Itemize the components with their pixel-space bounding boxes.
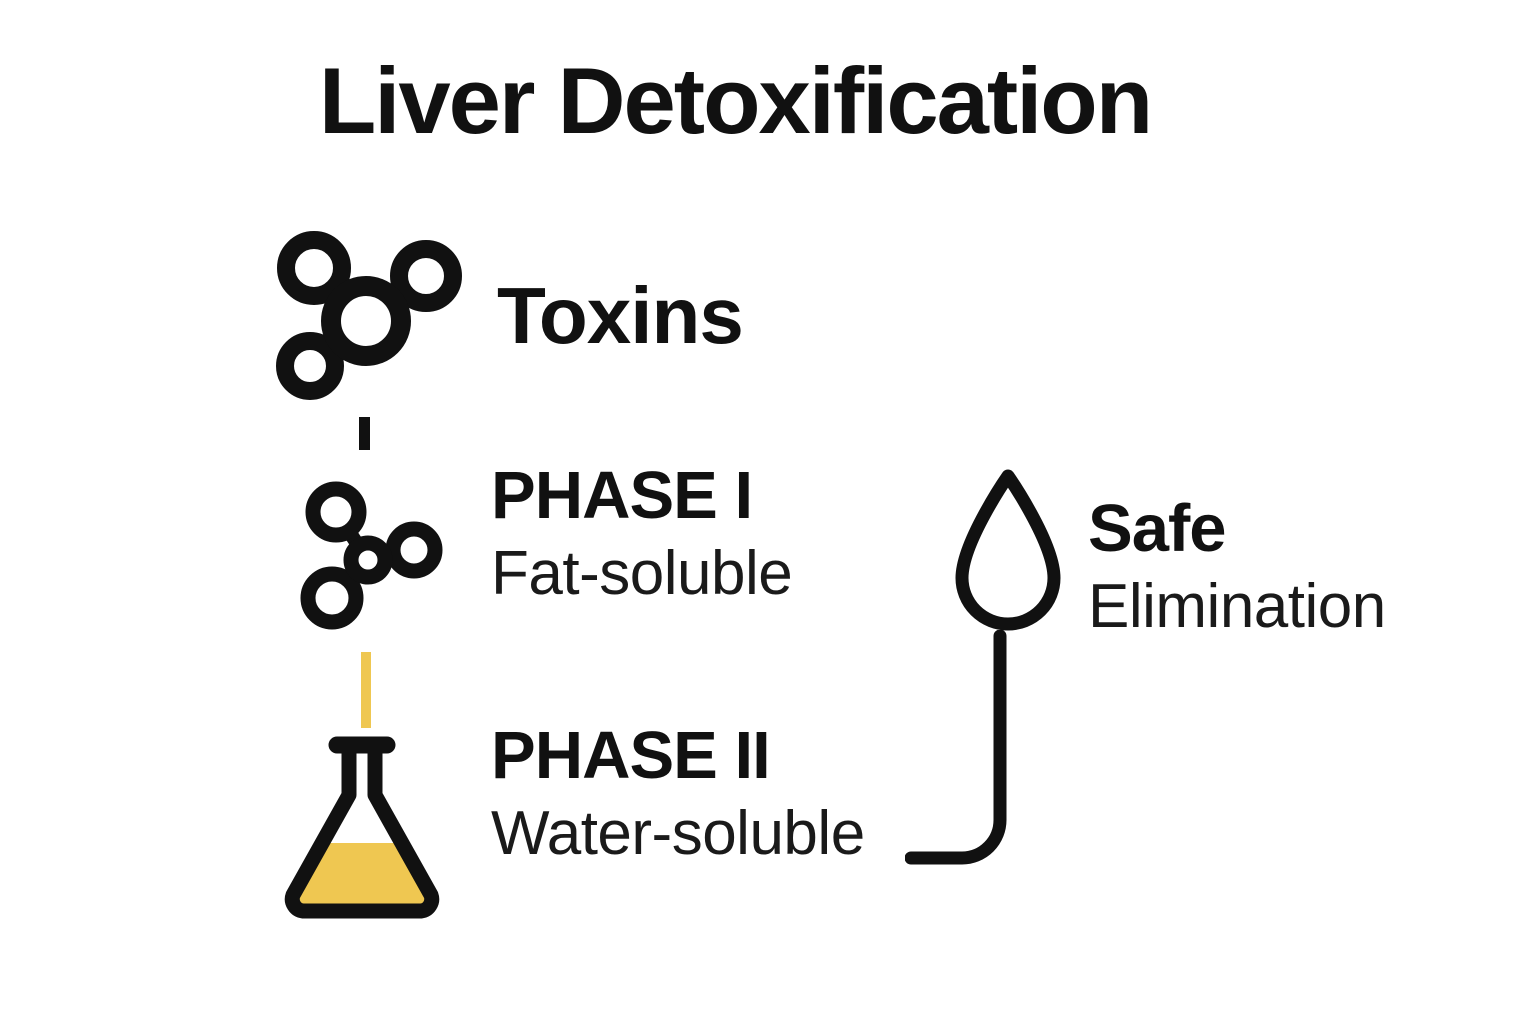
elimination-subtext: Elimination <box>1088 572 1386 641</box>
step-label-toxins: Toxins <box>497 271 744 360</box>
connector-phase2-to-elimination <box>904 629 1035 885</box>
connector-phase1-to-phase2 <box>361 652 371 728</box>
step-label-phase-1: PHASE I Fat-soluble <box>491 458 793 608</box>
phase-2-subtext: Water-soluble <box>491 799 865 868</box>
molecule-icon <box>296 470 446 630</box>
phase-1-subtext: Fat-soluble <box>491 539 793 608</box>
phase-2-heading: PHASE II <box>491 718 771 793</box>
phase-1-heading: PHASE I <box>491 458 753 533</box>
step-label-phase-2: PHASE II Water-soluble <box>491 722 865 865</box>
toxins-heading: Toxins <box>497 271 744 360</box>
page-title: Liver Detoxification <box>318 48 1153 153</box>
connector-toxins-to-phase1 <box>359 417 370 450</box>
molecule-icon <box>268 218 468 408</box>
elimination-heading: Safe <box>1088 491 1227 566</box>
flask-icon <box>275 725 460 925</box>
step-label-elimination: Safe Elimination <box>1088 495 1386 638</box>
droplet-icon <box>946 464 1071 644</box>
